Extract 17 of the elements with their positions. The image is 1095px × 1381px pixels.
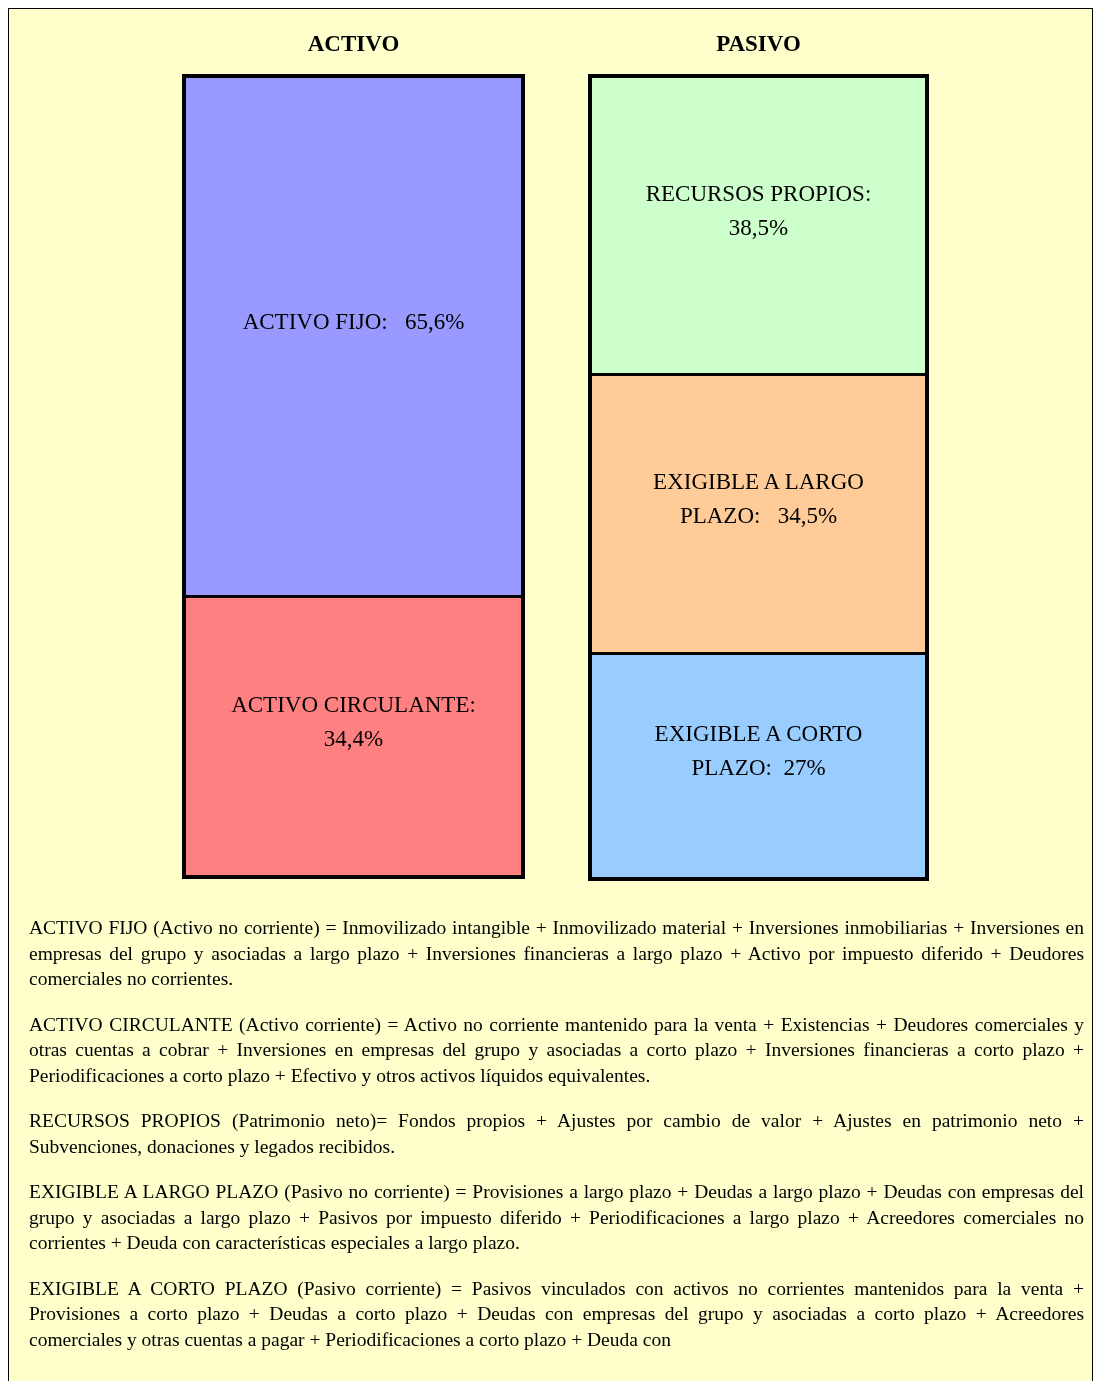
- block-label: EXIGIBLE A CORTO PLAZO: 27%: [653, 720, 864, 782]
- definition-paragraph: EXIGIBLE A LARGO PLAZO (Pasivo no corriente) = Provisiones a largo plazo + Deudas a largo plazo + Deudas con empresas del grupo y asociadas a largo plazo + Pasivos por impuesto diferido + Periodificaciones a largo plazo + Acreedores comerciales no corrientes + Deuda con características especiales a largo plazo.: [29, 1180, 1084, 1255]
- balance-block: [592, 376, 925, 652]
- column-heading: ACTIVO: [307, 31, 400, 57]
- block-label: RECURSOS PROPIOS: 38,5%: [644, 179, 873, 242]
- block-label: ACTIVO FIJO: 65,6%: [242, 307, 465, 336]
- definition-paragraph: EXIGIBLE A CORTO PLAZO (Pasivo corriente) = Pasivos vinculados con activos no corrientes mantenidos para la venta + Provisiones a corto plazo + Deudas a corto plazo + Deudas con empresas del grupo y asociadas a corto plazo + Acreedores comerciales y otras cuentas a pagar + Periodificaciones a corto plazo + Deuda con: [29, 1276, 1084, 1352]
- balance-block: [592, 78, 925, 373]
- definition-paragraph: RECURSOS PROPIOS (Patrimonio neto)= Fondos propios + Ajustes por cambio de valor + Ajustes en patrimonio neto + Subvenciones, donaciones y legados recibidos.: [29, 1109, 1084, 1159]
- balance-block: [186, 78, 521, 595]
- column-heading: PASIVO: [716, 31, 801, 57]
- definition-paragraph: ACTIVO FIJO (Activo no corriente) = Inmovilizado intangible + Inmovilizado material + Inversiones inmobiliarias + Inversiones en empresas del grupo y asociadas a largo plazo + Inversiones financieras a largo plazo + Activo por impuesto diferido + Deudores comerciales no corrientes.: [29, 916, 1084, 991]
- block-label: ACTIVO CIRCULANTE: 34,4%: [230, 690, 477, 753]
- block-label: EXIGIBLE A LARGO PLAZO: 34,5%: [652, 468, 865, 530]
- definition-paragraph: ACTIVO CIRCULANTE (Activo corriente) = Activo no corriente mantenido para la venta + Existencias + Deudores comerciales y otras cuentas a cobrar + Inversiones en empresas del grupo y asociadas a corto plazo + Inversiones financieras a corto plazo + Periodificaciones a corto plazo + Efectivo y otros activos líquidos equivalentes.: [29, 1012, 1084, 1088]
- balance-block: [186, 598, 521, 875]
- balance-block: [592, 655, 925, 877]
